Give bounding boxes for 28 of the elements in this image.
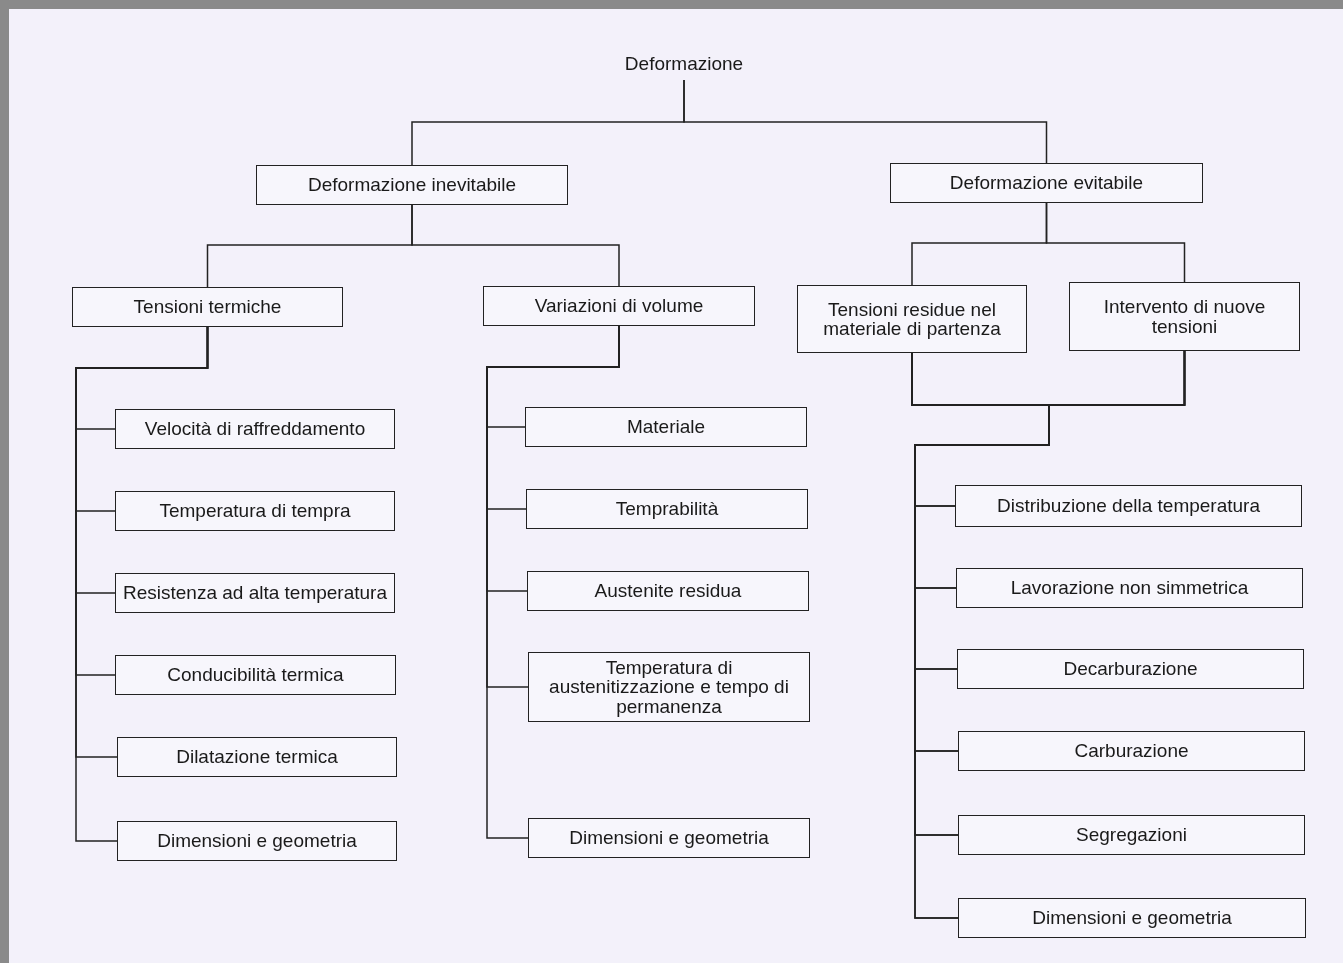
- category-box: Resistenza ad alta temperatura: [115, 573, 395, 613]
- category-box: Segregazioni: [958, 815, 1305, 855]
- category-box: Dimensioni e geometria: [117, 821, 397, 861]
- category-box: Tensioni residue nel materiale di partenza: [797, 285, 1027, 353]
- category-box: Austenite residua: [527, 571, 809, 611]
- category-box: Temperatura di tempra: [115, 491, 395, 531]
- category-box: Dimensioni e geometria: [528, 818, 810, 858]
- heading-text: Deformazione: [623, 54, 745, 74]
- category-box: Temprabilità: [526, 489, 808, 529]
- category-box: Deformazione inevitabile: [256, 165, 568, 205]
- category-box: Deformazione evitabile: [890, 163, 1203, 203]
- category-box: Dimensioni e geometria: [958, 898, 1306, 938]
- connector-line: [683, 79, 1048, 164]
- connector-line: [1045, 202, 1186, 283]
- connector-line: [75, 326, 209, 842]
- category-box: Velocità di raffreddamento: [115, 409, 395, 449]
- category-box: Distribuzione della temperatura: [955, 485, 1302, 527]
- category-box: Variazioni di volume: [483, 286, 755, 326]
- category-box: Tensioni termiche: [72, 287, 343, 327]
- category-box: Materiale: [525, 407, 807, 447]
- connector-line: [411, 204, 620, 287]
- category-box: Decarburazione: [957, 649, 1304, 689]
- category-box: Temperatura di austenitizzazione e tempo di permanenza: [528, 652, 810, 722]
- category-box: Conducibilità termica: [115, 655, 396, 695]
- category-box: Carburazione: [958, 731, 1305, 771]
- category-box: Dilatazione termica: [117, 737, 397, 777]
- category-box: Lavorazione non simmetrica: [956, 568, 1303, 608]
- category-box: Intervento di nuove tensioni: [1069, 282, 1300, 351]
